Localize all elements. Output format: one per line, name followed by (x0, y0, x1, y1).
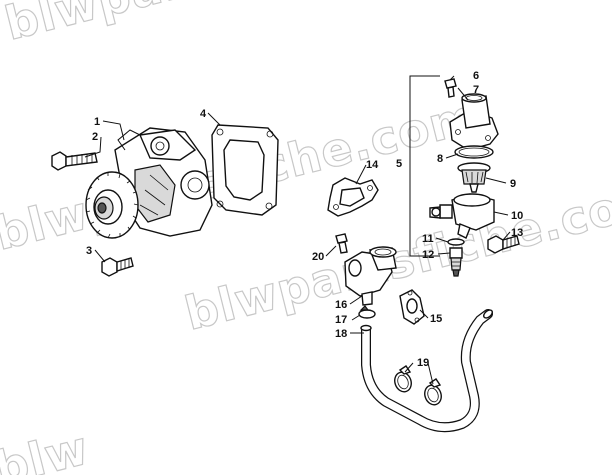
callout-1: 1 (94, 116, 100, 128)
callout-13: 13 (511, 227, 523, 239)
watermark-line-1: blwpartsfiche.com (0, 0, 493, 51)
callout-14: 14 (366, 159, 379, 171)
outlet-cover-part-7 (449, 93, 499, 151)
callout-15: 15 (430, 313, 442, 325)
callout-3: 3 (86, 245, 92, 257)
bracket-part-5 (409, 75, 440, 257)
thermostat-part-9 (457, 162, 491, 193)
hose-clamp-part-19a (394, 365, 412, 393)
callout-10: 10 (511, 210, 523, 222)
leader-lines (84, 75, 511, 385)
callout-7: 7 (473, 84, 479, 96)
o-ring-part-8 (454, 145, 494, 159)
callout-8: 8 (437, 153, 443, 165)
hose-part-18 (360, 309, 493, 433)
callout-16: 16 (335, 299, 347, 311)
callout-2: 2 (92, 131, 98, 143)
callout-labels: 1 2 3 4 5 6 7 8 9 10 11 12 13 14 15 16 1… (86, 70, 523, 369)
bolt-part-2 (51, 151, 98, 171)
callout-9: 9 (510, 178, 516, 190)
housing-part-10 (429, 193, 495, 239)
screw-part-20 (335, 233, 348, 254)
bolt-part-3 (101, 257, 134, 277)
callout-19: 19 (417, 357, 429, 369)
fitting-part-16 (344, 246, 397, 306)
water-pump (85, 127, 213, 239)
callout-20: 20 (312, 251, 324, 263)
callout-12: 12 (422, 249, 434, 261)
callout-5: 5 (396, 158, 402, 170)
watermark-line-4: blw (0, 420, 94, 475)
bolt-part-13 (487, 235, 520, 254)
callout-17: 17 (335, 314, 347, 326)
callout-11: 11 (422, 233, 434, 245)
sensor-part-12 (449, 247, 463, 277)
gasket-part-15 (399, 289, 425, 325)
callout-6: 6 (473, 70, 479, 82)
hose-clamp-part-19b (424, 378, 442, 406)
clamp-part-17 (358, 305, 376, 319)
gasket-part-14 (327, 177, 379, 217)
gasket-part-4 (211, 124, 279, 216)
callout-4: 4 (200, 108, 207, 120)
o-ring-part-11 (447, 238, 465, 246)
callout-18: 18 (335, 328, 347, 340)
